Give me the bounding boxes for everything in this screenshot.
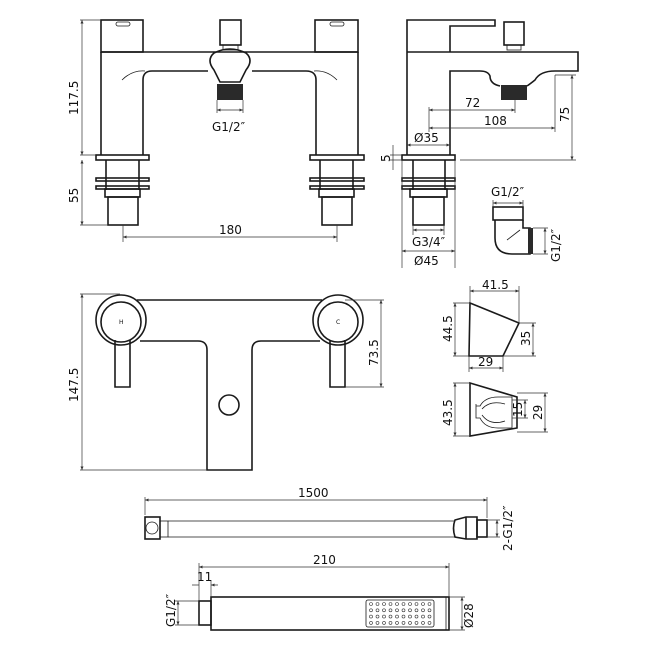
nozzle-dot (382, 602, 386, 606)
nozzle-dot (414, 614, 419, 619)
handset-thread-label: G1/2″ (164, 593, 178, 627)
nozzle-dot (375, 614, 380, 619)
lever-dim-73-5: 73.5 (367, 339, 381, 366)
dim-diameter-35: Ø35 (414, 131, 439, 145)
bracket-base-29: 29 (478, 355, 493, 369)
nozzle-dot (408, 602, 412, 606)
nozzle-dot (427, 614, 432, 619)
hot-label: H (119, 319, 124, 326)
nozzle-dot (395, 608, 399, 613)
bracket-width-41-5: 41.5 (482, 278, 509, 292)
dim-diameter-45: Ø45 (414, 254, 439, 268)
dim-75: 75 (558, 107, 572, 122)
elbow-adapter: G1/2″ G1/2″ (491, 185, 563, 262)
nozzle-dot (375, 602, 380, 606)
hose-thread-label: 2-G1/2″ (501, 505, 515, 551)
thread-icon (217, 84, 243, 100)
bracket-height-44-5: 44.5 (441, 315, 455, 342)
nozzle-dot (382, 614, 386, 619)
elbow-top-thread-label: G1/2″ (491, 185, 525, 199)
nozzle-dot (427, 621, 432, 625)
dim-108: 108 (484, 114, 507, 128)
hose-length-1500: 1500 (298, 486, 329, 500)
nozzle-dot (395, 614, 399, 619)
nozzle-dot (427, 608, 432, 613)
nozzle-dot (395, 621, 399, 625)
nozzle-dot (414, 621, 419, 625)
nozzle-dot (369, 608, 373, 613)
nozzle-dot (401, 608, 406, 613)
centres-dim-180: 180 (219, 223, 242, 237)
nozzle-dot (414, 602, 419, 606)
diverter-hole (218, 394, 240, 416)
right-fixing (309, 154, 365, 226)
nozzle-dot (388, 621, 393, 625)
nozzle-dot (421, 614, 425, 619)
depth-dim-147-5: 147.5 (67, 368, 81, 402)
nozzle-dot (408, 608, 412, 613)
cold-label: C (336, 319, 340, 326)
nozzle-dot (408, 614, 412, 619)
bracket-front-29: 29 (531, 405, 545, 420)
nozzle-dot (369, 614, 373, 619)
nozzle-dot (388, 608, 393, 613)
nozzle-dot (401, 602, 406, 606)
handset-diameter-28: Ø28 (462, 603, 476, 628)
connector-length-11: 11 (197, 570, 212, 584)
nozzle-dot (421, 602, 425, 606)
nozzle-dot (388, 602, 393, 606)
wall-bracket: 41.5 44.5 35 29 43.5 15 29 (441, 278, 548, 437)
thread-icon (528, 228, 533, 254)
front-thread-label: G1/2″ (212, 120, 246, 134)
dim-5: 5 (379, 154, 393, 162)
spray-face (365, 599, 435, 628)
nozzle-dot (395, 602, 399, 606)
handset-length-210: 210 (313, 553, 336, 567)
nozzle-dot (375, 608, 380, 613)
nozzle-dot (408, 621, 412, 625)
hand-shower: 210 11 G1/2″ Ø28 (164, 553, 476, 631)
top-view: H C 147.5 73.5 (67, 293, 384, 471)
nozzle-dot (421, 621, 425, 625)
side-view: 72 108 75 Ø35 5 G3/4″ Ø45 (379, 19, 579, 268)
bracket-depth-43-5: 43.5 (441, 399, 455, 426)
inlet-thread-label: G3/4″ (412, 235, 446, 249)
spray-nozzles (369, 602, 432, 625)
nozzle-dot (427, 602, 432, 606)
elbow-side-thread-label: G1/2″ (549, 228, 563, 262)
shower-hose: 1500 2-G1/2″ (144, 486, 515, 551)
front-view: G1/2″ 117.5 55 180 (67, 19, 365, 242)
nozzle-dot (388, 614, 393, 619)
height-dim-117-5: 117.5 (67, 81, 81, 115)
nozzle-dot (375, 621, 380, 625)
thread-icon (501, 85, 527, 100)
bracket-slope-35: 35 (519, 331, 533, 346)
left-fixing (95, 154, 150, 226)
bracket-hole-15: 15 (511, 402, 525, 417)
dim-72: 72 (465, 96, 480, 110)
nozzle-dot (421, 608, 425, 613)
nozzle-dot (401, 621, 406, 625)
nozzle-dot (382, 621, 386, 625)
nozzle-dot (401, 614, 406, 619)
base-height-dim-55: 55 (67, 188, 81, 203)
nozzle-dot (369, 621, 373, 625)
nozzle-dot (414, 608, 419, 613)
nozzle-dot (382, 608, 386, 613)
nozzle-dot (369, 602, 373, 606)
